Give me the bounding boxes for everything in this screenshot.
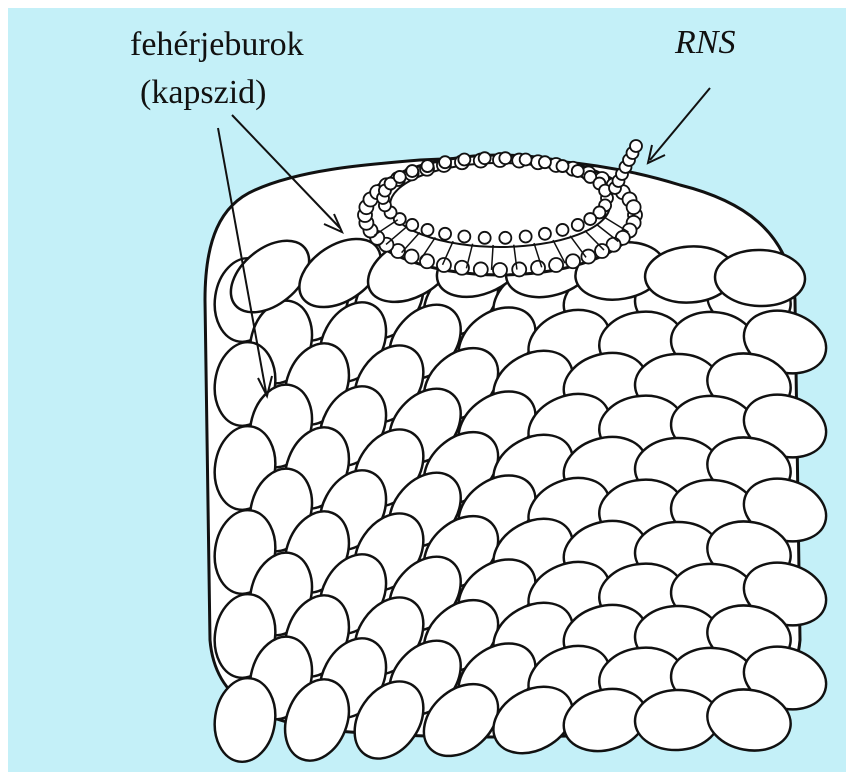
rna-bead [572, 165, 584, 177]
rna-bead [595, 244, 609, 258]
rna-bead [520, 154, 532, 166]
capsid-label-line2: (kapszid) [140, 74, 267, 111]
rna-bead [627, 200, 641, 214]
rna-bead [406, 165, 418, 177]
rna-bead [581, 250, 595, 264]
rna-bead [556, 224, 568, 236]
rna-bead [539, 156, 551, 168]
rna-bead [531, 261, 545, 275]
rna-bead [630, 140, 642, 152]
rna-bead [458, 230, 470, 242]
rna-bead [479, 152, 491, 164]
rna-bead [493, 263, 507, 277]
rna-bead [479, 232, 491, 244]
rna-bead [439, 228, 451, 240]
rna-bead [406, 219, 418, 231]
rna-bead [520, 230, 532, 242]
capsid-scales [209, 223, 834, 771]
rna-label: RNS [674, 24, 735, 61]
rna-bead [556, 160, 568, 172]
rna-bead [566, 254, 580, 268]
rna-bead [458, 154, 470, 166]
rna-bead [539, 228, 551, 240]
capsid-label-line1: fehérjeburok [130, 26, 304, 63]
rna-bead [422, 160, 434, 172]
rna-bead [499, 152, 511, 164]
rna-bead [439, 156, 451, 168]
rna-bead [499, 232, 511, 244]
rna-bead [512, 262, 526, 276]
rna-bead [572, 219, 584, 231]
rna-bead [549, 258, 563, 272]
rna-bead [422, 224, 434, 236]
capsid-scale [714, 249, 806, 308]
rna-bead [474, 262, 488, 276]
rna-bead [405, 250, 419, 264]
rna-bead [394, 171, 406, 183]
rna-bead [584, 213, 596, 225]
